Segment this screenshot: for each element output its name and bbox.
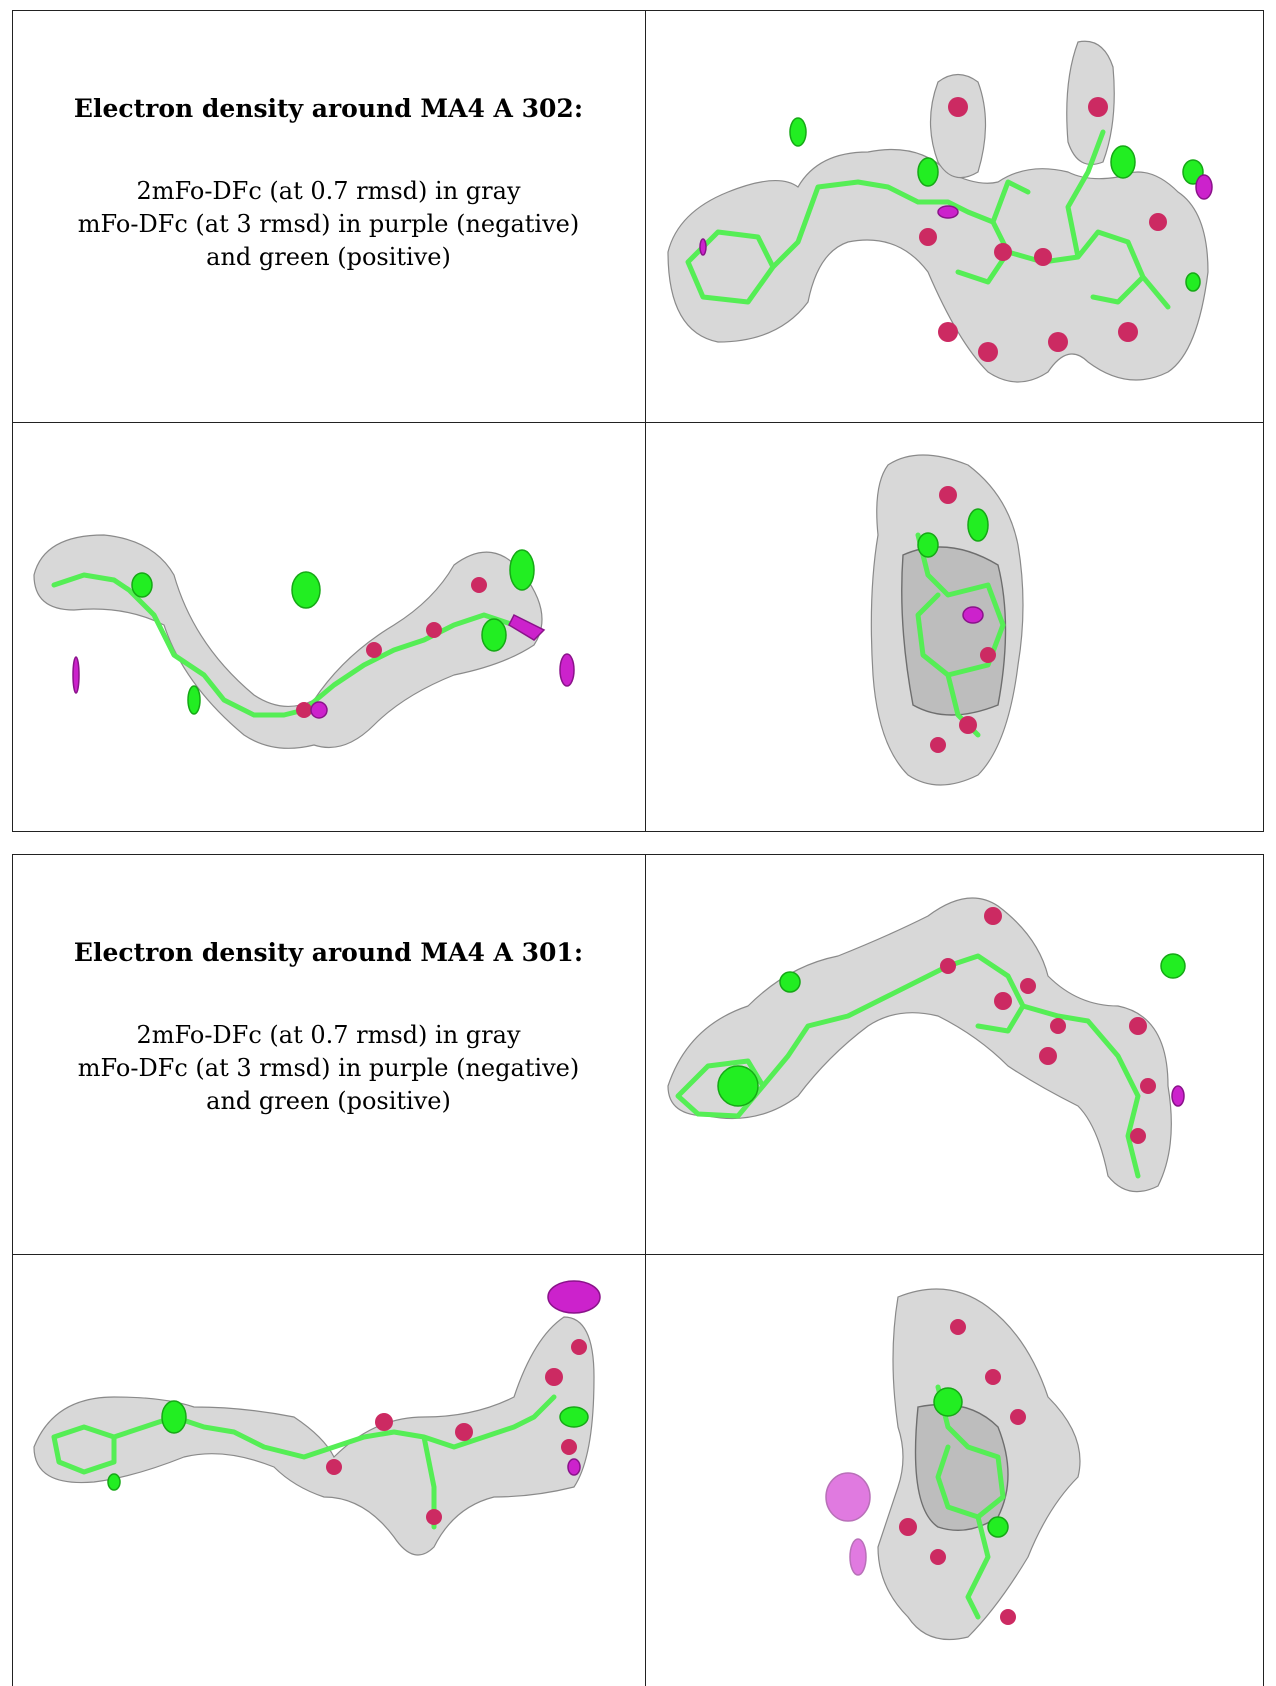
figure-block-ma4-301: Electron density around MA4 A 301: 2mFo-… [12,854,1264,1686]
density-render [33,534,575,749]
caption-fofc-line: mFo-DFc (at 3 rmsd) in purple (negative) [77,1054,580,1082]
density-panel-top-right [648,12,1262,420]
density-panel-top-right [648,856,1262,1252]
density-panel-bottom-left [14,1257,644,1686]
density-panel-bottom-right [648,425,1262,830]
caption-cell: Electron density around MA4 A 301: 2mFo-… [12,938,645,1118]
caption-title: Electron density around MA4 A 301: [73,938,584,967]
density-panel-bottom-left [14,425,644,830]
caption-title: Electron density around MA4 A 302: [73,94,584,123]
caption-positive-line: and green (positive) [206,243,451,271]
column-divider [645,10,646,832]
density-render [33,1280,601,1556]
caption-2fofc-line: 2mFo-DFc (at 0.7 rmsd) in gray [136,1021,521,1049]
density-render [667,40,1213,383]
row-divider [12,1254,1264,1255]
density-render [825,1288,1081,1641]
figure-block-ma4-302: Electron density around MA4 A 302: 2mFo-… [12,10,1264,832]
figure-table-frame [12,10,1264,832]
density-render [870,454,1024,786]
density-render [667,897,1186,1193]
caption-positive-line: and green (positive) [206,1087,451,1115]
caption-cell: Electron density around MA4 A 302: 2mFo-… [12,94,645,274]
row-divider [12,422,1264,423]
caption-2fofc-line: 2mFo-DFc (at 0.7 rmsd) in gray [136,177,521,205]
column-divider [645,854,646,1686]
figure-table-frame [12,854,1264,1686]
density-panel-bottom-right [648,1257,1262,1686]
caption-fofc-line: mFo-DFc (at 3 rmsd) in purple (negative) [77,210,580,238]
